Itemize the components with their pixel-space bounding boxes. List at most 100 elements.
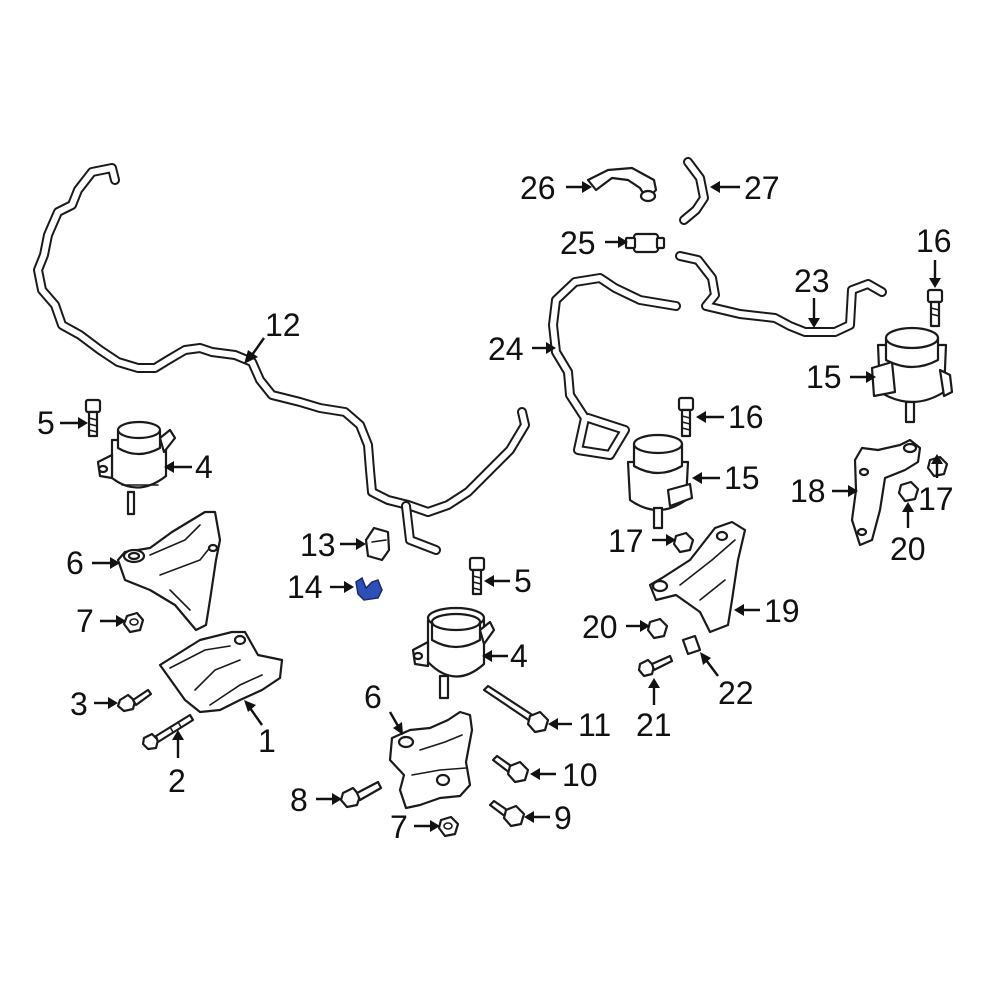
callout-label: 9 <box>554 800 572 836</box>
part-6-bracket-center <box>388 710 474 810</box>
part-6-bracket-left <box>116 510 222 632</box>
callout-label: 17 <box>918 481 954 517</box>
callout-label: 19 <box>764 593 800 629</box>
callout-4-left: 4 <box>164 449 213 485</box>
part-12-hose <box>33 163 530 555</box>
part-7-nut-center <box>437 815 460 838</box>
callout-label: 7 <box>76 603 94 639</box>
callout-21: 21 <box>636 678 672 743</box>
callout-label: 17 <box>608 523 644 559</box>
callout-label: 20 <box>582 609 618 645</box>
part-17-nut-center <box>672 531 695 554</box>
part-24-hose <box>548 273 681 460</box>
callout-label: 15 <box>724 460 760 496</box>
callout-label: 16 <box>916 223 952 259</box>
callout-label: 8 <box>290 782 308 818</box>
callout-label: 1 <box>258 723 276 759</box>
part-18-bracket <box>850 438 922 547</box>
callout-12: 12 <box>244 307 301 364</box>
part-16-bolt-right <box>926 288 944 328</box>
callout-label: 27 <box>744 170 780 206</box>
callout-label: 7 <box>390 809 408 845</box>
callout-26: 26 <box>520 170 592 206</box>
callout-3: 3 <box>70 686 118 722</box>
callout-label: 24 <box>488 331 524 367</box>
part-2-bolt <box>141 713 195 751</box>
callout-label: 15 <box>806 359 842 395</box>
part-13-clip <box>364 526 391 562</box>
callout-label: 5 <box>514 563 532 599</box>
part-21-bolt <box>637 654 674 678</box>
callout-label: 3 <box>70 686 88 722</box>
callout-9: 9 <box>524 800 572 836</box>
callout-10: 10 <box>530 757 598 793</box>
part-5-bolt-center <box>468 556 486 596</box>
callout-label: 20 <box>890 531 926 567</box>
callout-label: 18 <box>790 473 826 509</box>
callout-5-center: 5 <box>484 563 532 599</box>
part-7-nut-left <box>122 611 145 634</box>
part-20-nut-right <box>897 480 920 503</box>
callout-label: 16 <box>728 399 764 435</box>
callout-label: 26 <box>520 170 556 206</box>
callout-7-center: 7 <box>390 809 440 845</box>
callout-13: 13 <box>300 527 366 563</box>
callout-19: 19 <box>734 593 800 629</box>
callout-label: 13 <box>300 527 336 563</box>
callout-20-center: 20 <box>582 609 650 645</box>
callout-label: 6 <box>66 545 84 581</box>
callout-6-left: 6 <box>66 545 120 581</box>
callout-label: 22 <box>718 675 754 711</box>
part-4-mount-center <box>411 606 496 700</box>
callout-8: 8 <box>290 782 342 818</box>
callout-6-center: 6 <box>364 679 403 735</box>
callout-label: 12 <box>265 307 301 343</box>
callout-15-right: 15 <box>806 359 876 395</box>
callout-25: 25 <box>560 225 628 261</box>
callout-14: 14 <box>287 569 354 605</box>
part-5-bolt-left <box>84 398 102 438</box>
callout-label: 11 <box>578 707 611 743</box>
part-23-hose <box>675 251 887 337</box>
callout-label: 23 <box>794 263 830 299</box>
callout-label: 4 <box>195 449 213 485</box>
part-3-bolt <box>116 688 153 713</box>
callout-label: 14 <box>287 569 323 605</box>
callout-18: 18 <box>790 473 858 509</box>
callout-label: 4 <box>510 638 528 674</box>
callout-17-right: 17 <box>918 454 954 517</box>
part-15-mount-right <box>870 326 954 424</box>
callout-label: 5 <box>37 405 55 441</box>
callout-17-center: 17 <box>608 523 676 559</box>
part-4-mount-left <box>96 420 177 516</box>
part-27-tube <box>679 157 709 225</box>
part-8-bolt <box>339 780 383 809</box>
callout-11: 11 <box>548 707 611 743</box>
part-10-bolt <box>491 754 530 784</box>
part-20-nut-center <box>646 617 669 640</box>
part-9-bolt <box>488 799 526 828</box>
part-14-clip-highlighted <box>355 576 383 601</box>
callout-22: 22 <box>700 652 754 711</box>
part-26-bracket <box>586 166 658 203</box>
part-1-bracket <box>158 630 284 714</box>
part-25-connector <box>624 232 666 254</box>
callout-4-center: 4 <box>482 638 528 674</box>
callout-label: 6 <box>364 679 382 715</box>
callout-20-right: 20 <box>890 502 926 567</box>
part-16-bolt-center <box>677 396 695 438</box>
callout-label: 10 <box>562 757 598 793</box>
callout-2: 2 <box>168 730 186 799</box>
callout-16-center: 16 <box>696 399 764 435</box>
callout-24: 24 <box>488 331 556 367</box>
callout-15-center: 15 <box>692 460 760 496</box>
callout-label: 2 <box>168 763 186 799</box>
callout-7-left: 7 <box>76 603 126 639</box>
callout-23: 23 <box>794 263 830 328</box>
callout-16-right: 16 <box>916 223 952 288</box>
part-19-bracket <box>648 520 747 634</box>
part-11-bolt <box>482 684 550 734</box>
callout-5-left: 5 <box>37 405 88 441</box>
part-15-mount-center <box>626 433 694 530</box>
